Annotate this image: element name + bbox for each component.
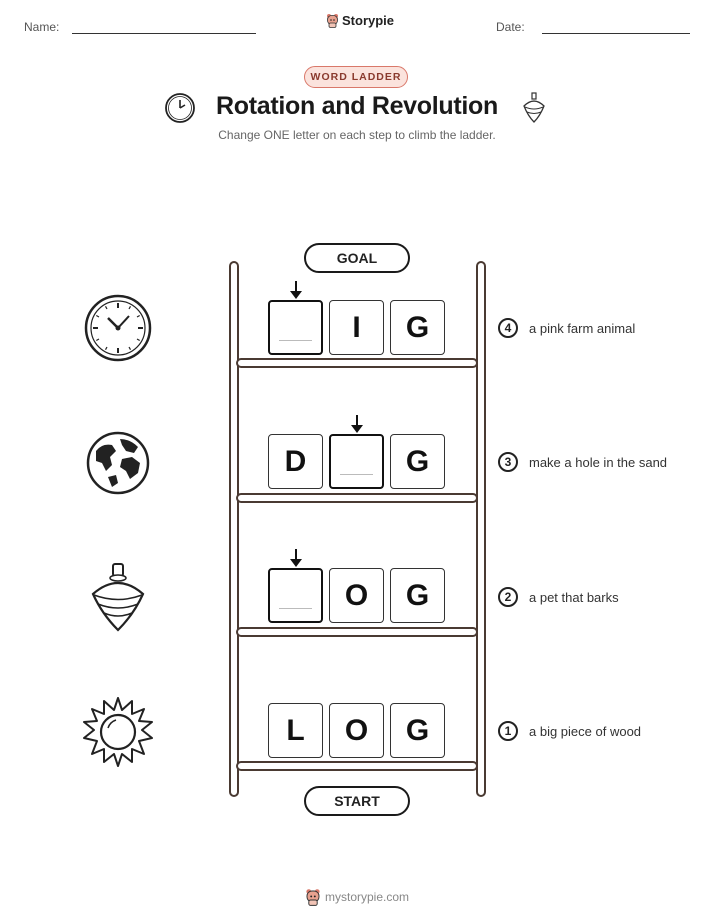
date-label: Date: <box>496 20 525 34</box>
step-number: 2 <box>498 587 518 607</box>
clue-text: make a hole in the sand <box>529 455 668 470</box>
letter-tile-blank[interactable] <box>268 300 323 355</box>
word-ladder-badge: WORD LADDER <box>304 66 408 88</box>
name-field[interactable] <box>72 33 256 34</box>
letter-tile: G <box>390 300 445 355</box>
footer-url[interactable]: mystorypie.com <box>324 890 410 904</box>
arrow-down-icon <box>290 549 302 567</box>
step-number: 1 <box>498 721 518 741</box>
arrow-down-icon <box>351 415 363 433</box>
earth-globe-icon <box>86 431 150 495</box>
letter-tile: O <box>329 568 384 623</box>
arrow-down-icon <box>290 281 302 299</box>
ladder-rung <box>236 761 478 771</box>
step-number: 4 <box>498 318 518 338</box>
letter-tile: I <box>329 300 384 355</box>
ladder-rail-left <box>229 261 239 797</box>
bear-mascot-icon <box>306 889 320 906</box>
letter-tile: L <box>268 703 323 758</box>
spinning-top-icon <box>91 563 145 632</box>
ladder-rung <box>236 358 478 368</box>
clock-icon <box>84 294 152 362</box>
goal-label: GOAL <box>304 243 410 273</box>
letter-tile: G <box>390 703 445 758</box>
clue-text: a big piece of wood <box>529 724 642 739</box>
brand-logo: Storypie <box>326 13 394 28</box>
footer: mystorypie.com <box>0 888 714 906</box>
brand-name: Storypie <box>342 13 395 28</box>
clock-icon <box>165 93 195 123</box>
page-title: Rotation and Revolution <box>216 92 498 120</box>
start-label: START <box>304 786 410 816</box>
letter-tile-blank[interactable] <box>329 434 384 489</box>
date-field[interactable] <box>542 33 690 34</box>
spinning-top-icon <box>523 92 545 123</box>
letter-tile-blank[interactable] <box>268 568 323 623</box>
ladder-rung <box>236 493 478 503</box>
letter-tile: G <box>390 434 445 489</box>
letter-tile: D <box>268 434 323 489</box>
step-number: 3 <box>498 452 518 472</box>
sun-icon <box>83 697 153 767</box>
ladder-rung <box>236 627 478 637</box>
instructions: Change ONE letter on each step to climb … <box>218 128 496 142</box>
bear-mascot-icon <box>327 14 338 28</box>
clue-text: a pink farm animal <box>529 321 636 336</box>
letter-tile: G <box>390 568 445 623</box>
letter-tile: O <box>329 703 384 758</box>
clue-text: a pet that barks <box>529 590 619 605</box>
ladder-rail-right <box>476 261 486 797</box>
name-label: Name: <box>24 20 60 34</box>
